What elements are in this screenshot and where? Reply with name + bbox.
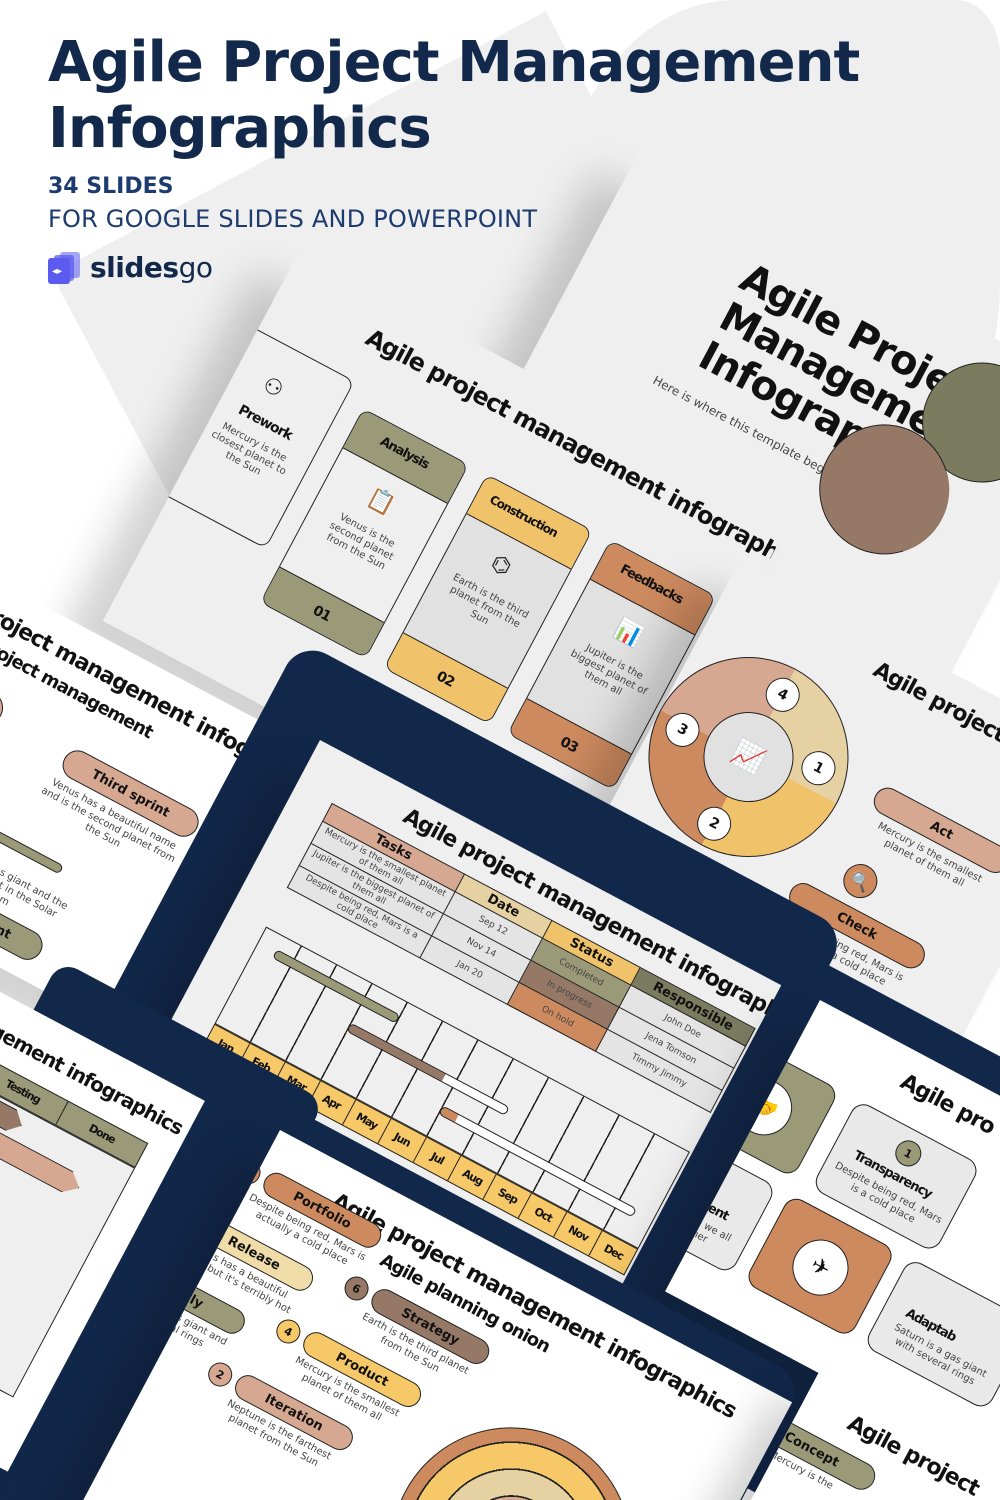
step-text: Venus is the second planet from the Sun [324,511,397,573]
slide-count: 34 SLIDES [48,174,174,199]
search-document-icon: 🔍 [837,858,884,905]
onion-number: 6 [340,1272,373,1305]
checklist-icon: 📋 [363,483,400,519]
value-card-adaptability[interactable]: Adaptab Saturn is a gas giant with sever… [862,1257,1000,1412]
team-hierarchy-icon: ⚇ [258,371,288,403]
step-text: Earth is the third planet from the Sun [448,571,531,631]
brand-name: slidesgo [90,251,213,284]
page-title: Agile Project Management Infographics [48,30,860,162]
value-number: 1 [890,1135,926,1171]
sprint-badge: 03 [0,684,10,731]
slidesgo-logo-icon: ◂▸ [48,251,82,284]
slidesgo-logo[interactable]: ◂▸ slidesgo [48,251,859,284]
flowchart-icon: ⌬ [486,549,516,581]
hero-header: Agile Project Management Infographics 34… [48,30,860,284]
title-line-1: Agile Project Management [48,30,860,95]
airplane-icon: ✈ [782,1229,859,1306]
presentation-board-icon: 📊 [610,615,647,651]
onion-number: 2 [203,1358,237,1391]
cycle-title: Agile project [868,657,1000,748]
onion-number: 4 [272,1315,305,1348]
platform-subtitle: FOR GOOGLE SLIDES AND POWERPOINT [48,205,538,233]
step-text: Jupiter is the biggest planet of them al… [568,642,649,698]
title-line-2: Infographics [48,96,432,161]
